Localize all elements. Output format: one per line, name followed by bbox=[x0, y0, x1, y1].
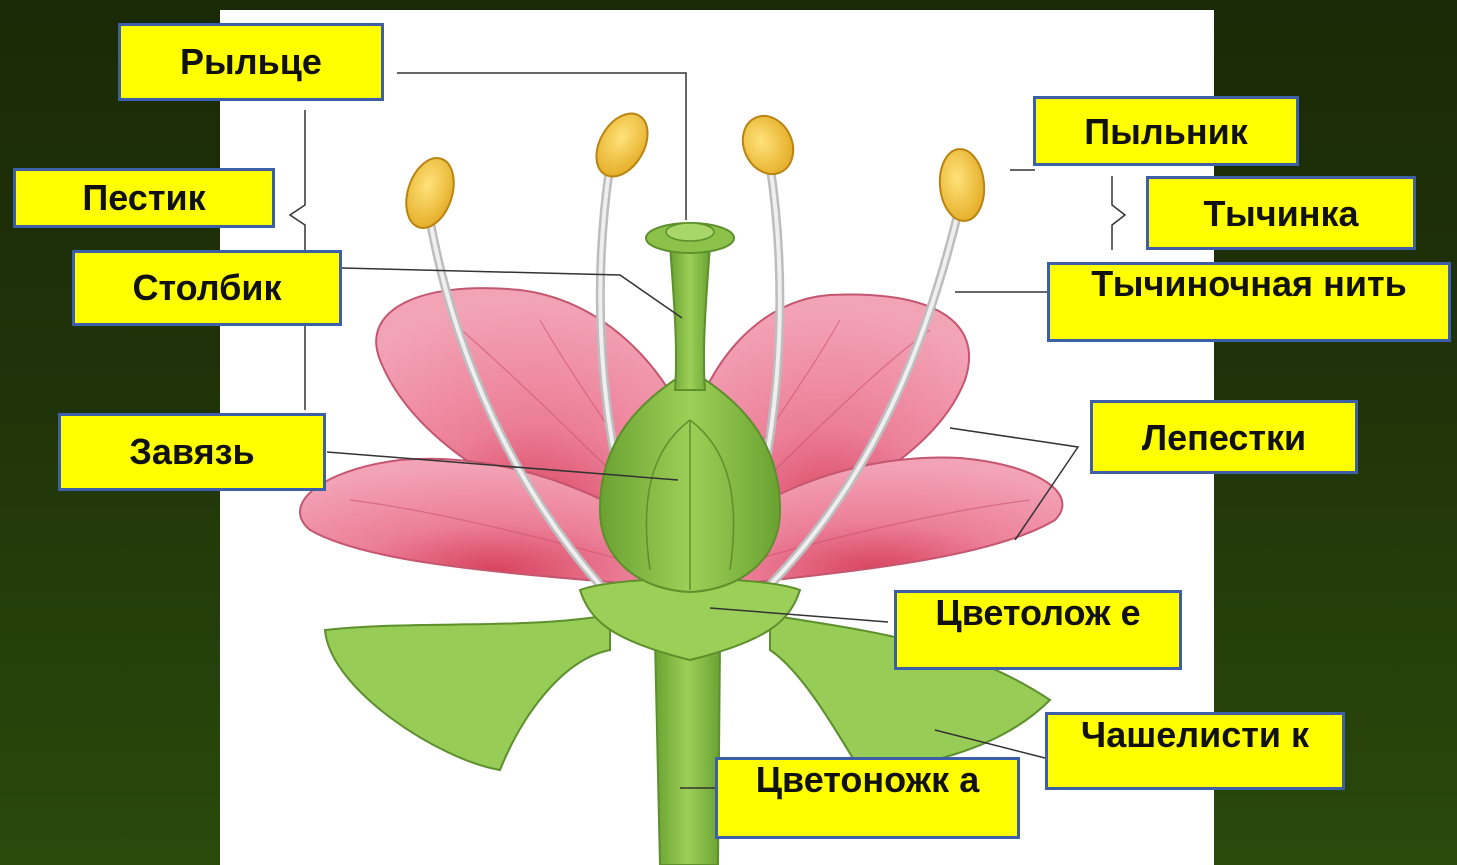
label-filament: Тычиночная нить bbox=[1047, 262, 1451, 342]
label-style: Столбик bbox=[72, 250, 342, 326]
style-shape bbox=[670, 245, 710, 390]
label-sepal: Чашелисти к bbox=[1045, 712, 1345, 790]
label-anther: Пыльник bbox=[1033, 96, 1299, 166]
label-pedicel: Цветоножк а bbox=[715, 757, 1020, 839]
pedicel-shape bbox=[655, 640, 720, 865]
brace-stamen bbox=[1112, 176, 1125, 250]
label-pistil: Пестик bbox=[13, 168, 275, 228]
anthers bbox=[398, 105, 987, 234]
sepal-left bbox=[325, 615, 610, 770]
label-petals: Лепестки bbox=[1090, 400, 1358, 474]
label-receptacle: Цветолож е bbox=[894, 590, 1182, 670]
label-stamen: Тычинка bbox=[1146, 176, 1416, 250]
label-ovary: Завязь bbox=[58, 413, 326, 491]
label-stigma: Рыльце bbox=[118, 23, 384, 101]
